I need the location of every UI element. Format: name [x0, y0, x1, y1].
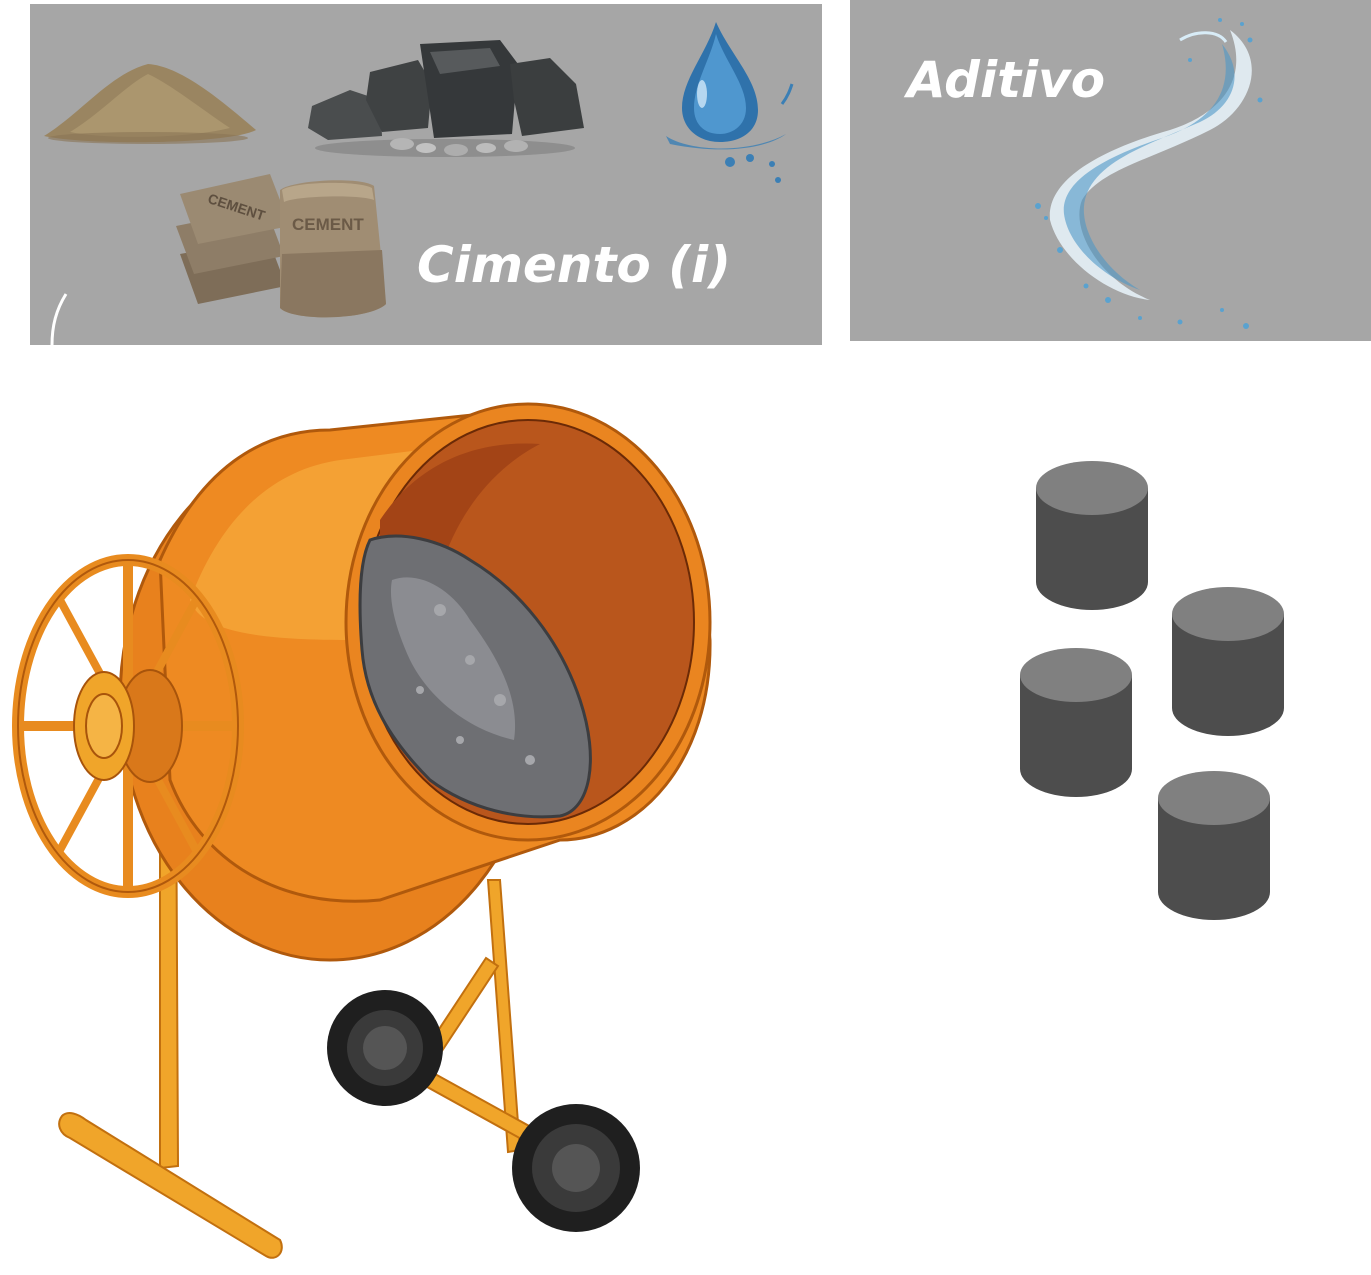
sand-pile-icon	[44, 64, 256, 144]
stones-icon	[308, 40, 584, 157]
cylinder-sample-icon	[1158, 771, 1270, 920]
mixer-wheel-back	[327, 990, 443, 1106]
cylinder-sample-icon	[1036, 461, 1148, 610]
additive-panel: Aditivo	[850, 0, 1371, 341]
cylinder-sample-icon	[1172, 587, 1284, 736]
materials-panel: CEMENT CEMENT Cimento (i)	[30, 4, 822, 345]
water-splash-icon	[1035, 18, 1263, 329]
mixer-wheel-front	[512, 1104, 640, 1232]
cement-bags-icon: CEMENT CEMENT	[176, 174, 386, 318]
concrete-mixer-icon	[12, 402, 712, 1259]
mixer-hub	[73, 669, 183, 783]
cement-caption: Cimento (i)	[417, 236, 731, 294]
materials-illustration: CEMENT CEMENT	[44, 22, 794, 345]
bag-label: CEMENT	[292, 215, 364, 234]
water-drop-icon	[666, 22, 794, 183]
concrete-mix	[358, 534, 592, 819]
decor-stroke	[50, 293, 68, 345]
cylinder-sample-icon	[1020, 648, 1132, 797]
additive-caption: Aditivo	[907, 51, 1106, 109]
